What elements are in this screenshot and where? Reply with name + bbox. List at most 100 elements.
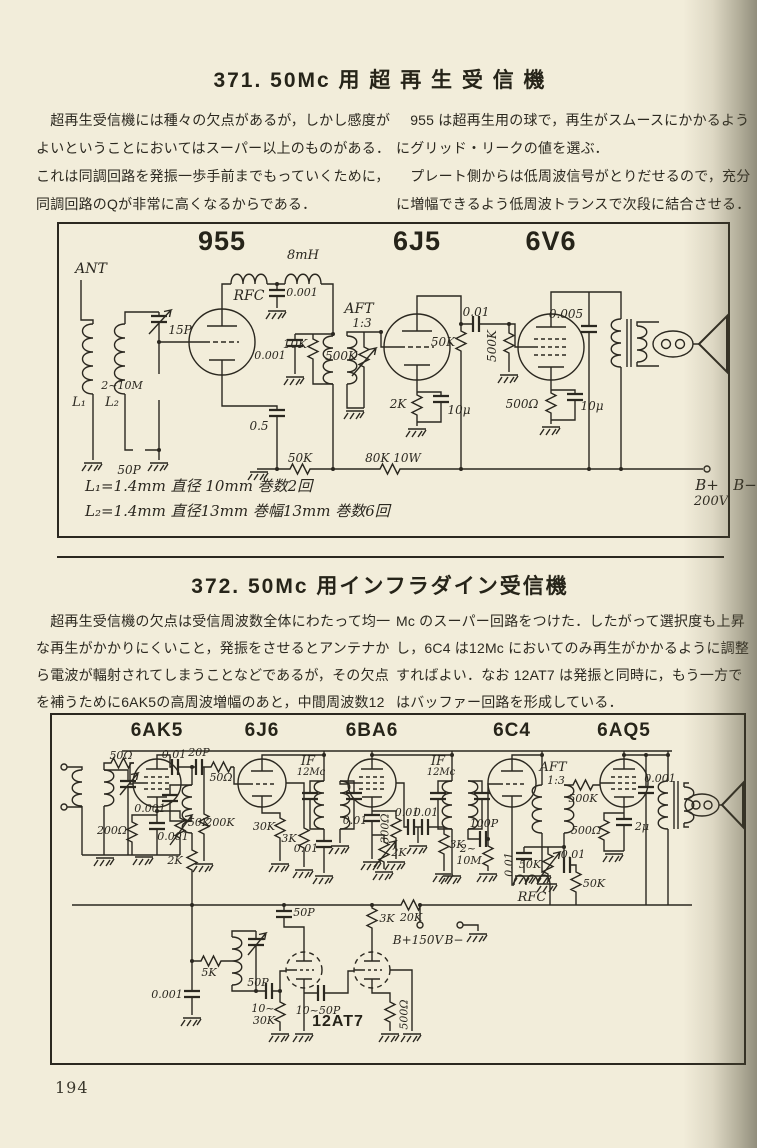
component-label: AFT xyxy=(344,301,374,317)
text-line: な再生がかかりにくいこと，発振をさせるとアンテナか xyxy=(36,640,390,656)
tube-6aq5-symbol xyxy=(599,758,649,808)
component-label: 500Ω xyxy=(570,824,602,837)
component-label: 0.01 xyxy=(413,806,439,819)
component-label: 10K xyxy=(282,337,308,351)
component-label: 300Ω xyxy=(378,813,392,844)
tube-6ba6-symbol xyxy=(347,758,397,808)
tube-label: 955 xyxy=(197,226,247,256)
text-line: 超再生受信機の欠点は受信周波数全体にわたって均一 xyxy=(36,613,391,629)
section-372-heading: 372. 50Mc 用インフラダイン受信機 xyxy=(191,575,569,598)
component-label: 0.001 xyxy=(157,830,189,843)
component-label: 2K xyxy=(167,854,183,867)
component-label: 0.01 xyxy=(560,848,586,861)
component-label: 50K xyxy=(518,858,542,871)
component-label: 10~ xyxy=(251,1002,275,1015)
tube-6ak5-symbol xyxy=(132,758,182,808)
component-label: 15P xyxy=(168,323,192,337)
text-line: に増幅できるよう低周波トランスで次段に結合させる． xyxy=(396,196,751,212)
component-label: 0.001 xyxy=(254,349,286,362)
text-column-left: 超再生受信機の欠点は受信周波数全体にわたって均一な再生がかかりにくいこと，発振を… xyxy=(36,608,391,716)
speaker-icon xyxy=(652,313,728,375)
component-label: 50Ω xyxy=(209,771,233,784)
component-label: 30K xyxy=(252,1014,276,1027)
input-terminal-bottom xyxy=(60,803,68,811)
component-label: 100P xyxy=(469,817,499,830)
component-label: L₂ xyxy=(105,395,119,410)
tube-6c4-symbol xyxy=(487,758,537,808)
component-label: 50P xyxy=(247,976,269,989)
component-label: 12Mc xyxy=(296,767,326,778)
text-line: これは同調回路を発振一歩手前までもっていくために， xyxy=(36,168,390,184)
text-line: L₂=1.4mm 直径13mm 巻幅13mm 巻数6回 xyxy=(85,502,390,520)
text-line: 超再生受信機には種々の欠点があるが，しかし感度が xyxy=(36,112,391,128)
component-label: B− xyxy=(444,933,464,947)
component-label: 0.01 xyxy=(342,814,368,827)
text-line: プレート側からは低周波信号がとりだせるので，充分 xyxy=(396,168,751,184)
component-label: 10~50P xyxy=(295,1004,341,1017)
component-label: 1:3 xyxy=(352,316,372,330)
component-label: B− xyxy=(733,476,757,494)
component-label: 20P xyxy=(188,746,210,759)
tube-6j6-symbol xyxy=(237,758,287,808)
component-label: 2K xyxy=(391,846,407,859)
component-label: 10μ xyxy=(580,399,604,413)
text-line: ら電波が輻射されてしまうことなどであるが，その欠点 xyxy=(36,667,389,683)
section-divider xyxy=(57,556,724,558)
component-label: 2~10M xyxy=(101,379,143,392)
component-label: 0.01 xyxy=(161,748,187,761)
component-label: 50K xyxy=(187,816,211,829)
schematic-371-svg xyxy=(80,273,728,481)
component-label: 3K xyxy=(449,838,465,851)
tube-label: 6C4 xyxy=(493,720,531,741)
tube-label: 6V6 xyxy=(525,226,577,256)
component-label: 2μ xyxy=(634,820,650,833)
component-label: B+150V xyxy=(392,933,444,947)
component-label: 50K xyxy=(287,451,313,465)
component-label: 500Ω xyxy=(505,397,539,411)
tube-label: 12AT7 xyxy=(312,1013,364,1030)
tube-label: 6J5 xyxy=(392,226,442,256)
component-label: 10μ xyxy=(447,403,471,417)
tube-12at7-symbols xyxy=(285,951,391,989)
component-label: ANT xyxy=(75,261,107,277)
text-line: し，6C4 は12Mc においてのみ再生がかかるように調整 xyxy=(396,640,750,656)
junction-dots xyxy=(155,753,670,993)
component-label: 500K xyxy=(568,792,598,805)
component-label: 1:3 xyxy=(547,774,565,787)
section-371-text: 超再生受信機には種々の欠点があるが，しかし感度がよいということにおいてはスーパー… xyxy=(36,106,751,218)
text-line: Mc のスーパー回路をつけた．したがって選択度も上昇 xyxy=(396,613,745,629)
section-372-text: 超再生受信機の欠点は受信周波数全体にわたって均一な再生がかかりにくいこと，発振を… xyxy=(36,608,750,716)
component-label: 5K xyxy=(201,966,217,979)
component-label: RFC xyxy=(517,890,547,905)
tube-955-symbol xyxy=(188,308,256,376)
component-label: 0.001 xyxy=(286,286,318,299)
component-label: 8mH xyxy=(287,248,319,263)
component-label: 0.001 xyxy=(644,772,676,785)
tube-label: 6J6 xyxy=(244,720,280,741)
text-line: よいということにおいてはスーパー以上のものがある． xyxy=(36,140,391,156)
text-line: 同調回路のQが非常に高くなるからである． xyxy=(36,196,317,212)
component-label: 2K xyxy=(389,397,407,411)
text-column-right: 955 は超再生用の球で，再生がスムースにかかるようにグリッド・リークの値を選ぶ… xyxy=(396,106,751,218)
component-label: 0.01 xyxy=(394,806,420,819)
component-label: 50Ω xyxy=(109,749,133,762)
b-minus-terminal xyxy=(456,921,464,929)
output-transformer-symbol xyxy=(610,318,648,368)
component-label: 50K xyxy=(430,335,456,349)
component-label: 0.01 xyxy=(293,842,319,855)
tube-label: 6AK5 xyxy=(130,720,184,741)
component-label: 0.01 xyxy=(462,305,490,319)
b-plus-terminal xyxy=(703,465,711,473)
component-label: 80K 10W xyxy=(365,451,421,465)
text-column-right: Mc のスーパー回路をつけた．したがって選択度も上昇し，6C4 は12Mc にお… xyxy=(396,608,750,716)
input-terminal-top xyxy=(60,763,68,771)
text-line: 955 は超再生用の球で，再生がスムースにかかるよう xyxy=(396,112,750,128)
tube-6v6-symbol xyxy=(517,313,585,381)
component-label: 500K xyxy=(485,330,499,362)
component-label: 0.001 xyxy=(151,988,183,1001)
tube-label: 6BA6 xyxy=(345,720,399,741)
component-label: 200K xyxy=(205,816,235,829)
